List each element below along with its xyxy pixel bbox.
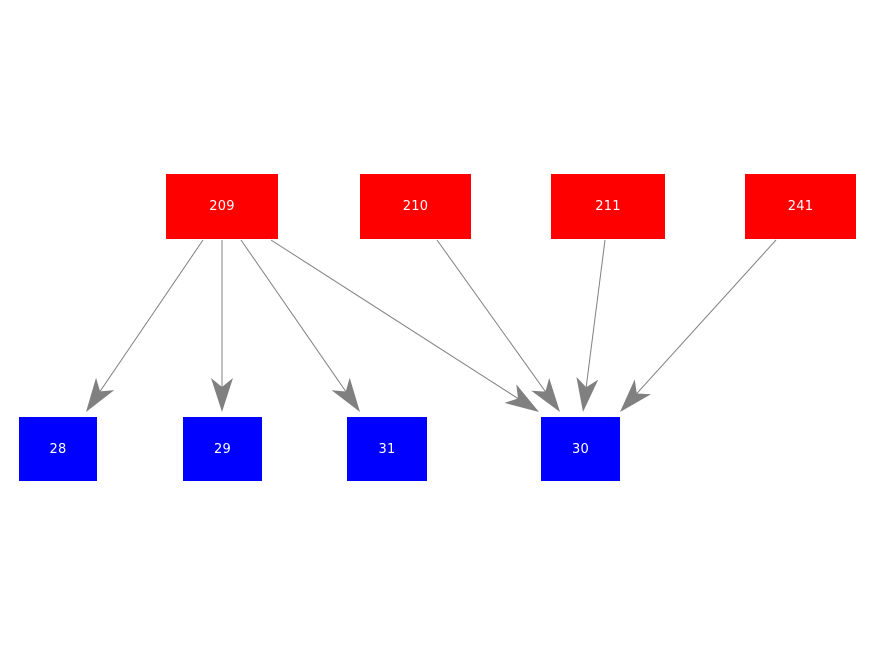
- graph-node-29[interactable]: 29: [183, 417, 262, 481]
- graph-node-31[interactable]: 31: [347, 417, 427, 481]
- edge-arrowhead: [86, 377, 115, 412]
- graph-node-label: 209: [209, 199, 235, 214]
- graph-node-label: 31: [378, 441, 396, 457]
- graph-node-28[interactable]: 28: [19, 417, 97, 481]
- edge-arrowhead: [331, 377, 360, 412]
- edge-arrowhead: [211, 378, 233, 412]
- graph-edge: [240, 239, 360, 412]
- graph-node-241[interactable]: 241: [745, 174, 856, 239]
- graph-node-label: 241: [787, 199, 814, 214]
- graph-edge: [620, 239, 777, 412]
- graph-edge: [86, 239, 204, 412]
- edge-line: [96, 239, 204, 397]
- edge-arrowhead: [531, 377, 560, 412]
- graph-edge: [211, 240, 233, 412]
- edge-arrowhead: [620, 379, 651, 412]
- edge-line: [632, 239, 777, 399]
- graph-node-label: 211: [595, 199, 621, 214]
- edge-line: [240, 239, 350, 397]
- graph-edge: [436, 239, 560, 412]
- graph-node-30[interactable]: 30: [541, 417, 620, 481]
- graph-node-209[interactable]: 209: [166, 174, 278, 239]
- graph-node-label: 29: [214, 441, 231, 457]
- graph-node-label: 30: [572, 441, 589, 457]
- edge-line: [270, 239, 524, 403]
- graph-node-label: 210: [402, 199, 429, 214]
- edge-line: [436, 239, 550, 398]
- edge-line: [584, 239, 606, 394]
- graph-node-label: 28: [49, 441, 67, 457]
- graph-edge: [270, 239, 539, 412]
- graph-node-210[interactable]: 210: [360, 174, 471, 239]
- graph-node-211[interactable]: 211: [551, 174, 665, 239]
- edge-arrowhead: [576, 376, 599, 412]
- edge-arrowhead: [504, 384, 539, 412]
- graph-edge: [576, 239, 606, 412]
